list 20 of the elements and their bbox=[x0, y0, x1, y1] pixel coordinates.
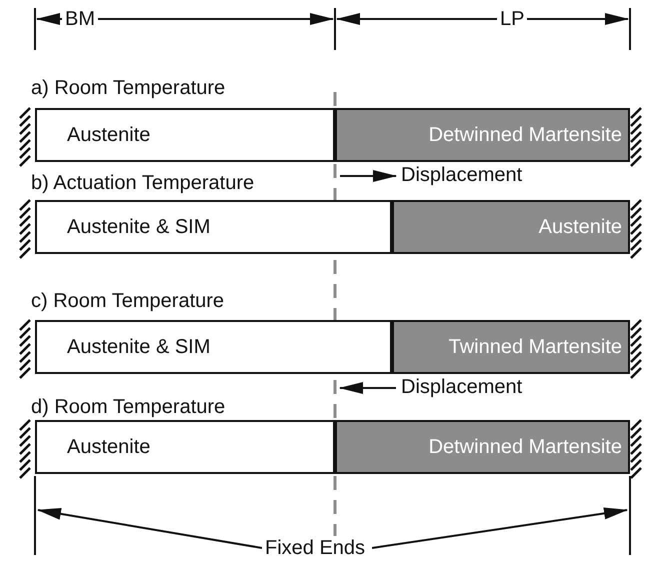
displacement-label: Displacement bbox=[400, 376, 524, 398]
phase-label: Detwinned Martensite bbox=[428, 124, 622, 146]
shaded-bar-segment bbox=[392, 200, 630, 254]
phase-label: Twinned Martensite bbox=[448, 336, 622, 358]
phase-label: Austenite bbox=[67, 124, 150, 146]
leader-arrow bbox=[372, 507, 628, 549]
phase-label: Austenite & SIM bbox=[67, 336, 210, 358]
phase-label: Detwinned Martensite bbox=[428, 436, 622, 458]
shaded-bar-segment bbox=[335, 420, 630, 474]
phase-label: Austenite & SIM bbox=[67, 216, 210, 238]
bar-segment bbox=[35, 108, 335, 162]
phase-label: Austenite bbox=[67, 436, 150, 458]
displacement-label: Displacement bbox=[400, 164, 524, 186]
leader-arrow bbox=[37, 508, 262, 549]
shaded-bar-segment bbox=[392, 320, 630, 374]
phase-label: Austenite bbox=[538, 216, 622, 238]
shaded-bar-segment bbox=[335, 108, 630, 162]
bar-segment bbox=[35, 320, 392, 374]
bar-segment bbox=[35, 200, 392, 254]
bar-segment bbox=[35, 420, 335, 474]
